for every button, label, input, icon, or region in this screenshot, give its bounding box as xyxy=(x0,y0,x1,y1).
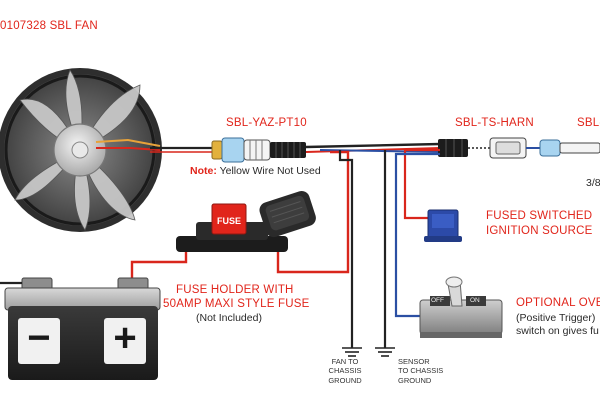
battery-plus-sign: + xyxy=(113,316,137,360)
fan-ground-line-1: FAN TO xyxy=(331,357,359,366)
blue-trigger-wires xyxy=(394,148,440,318)
sensor-size-label: 3/8 xyxy=(586,177,600,189)
fuse-label-2: 50AMP MAXI STYLE FUSE xyxy=(163,298,310,310)
switch-on-label: ON xyxy=(470,297,480,304)
fan-ground-line-3: GROUND xyxy=(328,375,362,385)
override-switch-illustration xyxy=(419,276,503,338)
fan-ground-line-2: CHASSIS xyxy=(328,366,362,376)
fan-ground-label: FAN TO CHASSIS GROUND xyxy=(322,357,368,385)
battery-illustration xyxy=(0,277,161,380)
fuse-label-1: FUSE HOLDER WITH xyxy=(176,284,294,296)
sensor-ground-label: SENSOR TO CHASSIS GROUND xyxy=(398,357,452,385)
fuse-label-3: (Not Included) xyxy=(196,312,262,324)
override-title: OPTIONAL OVE xyxy=(516,297,600,309)
note-line: Note: Yellow Wire Not Used xyxy=(190,165,321,178)
override-line-3: switch on gives fu xyxy=(516,325,599,337)
sensor-ground-line-1: SENSOR xyxy=(398,357,430,366)
sensor-label: SBL- xyxy=(577,117,600,129)
switch-off-label: OFF xyxy=(431,297,444,304)
fan-title: 0107328 SBL FAN xyxy=(0,20,98,32)
note-text: Yellow Wire Not Used xyxy=(219,165,321,177)
adapter-connector xyxy=(211,137,306,163)
svg-text:FUSE: FUSE xyxy=(217,216,241,226)
ts-harness-connector xyxy=(438,137,600,159)
ground-symbol-fan xyxy=(342,347,362,357)
fan-illustration xyxy=(0,68,162,232)
battery-minus-sign: − xyxy=(27,316,51,360)
note-prefix: Note: xyxy=(190,165,217,177)
sensor-ground-line-3: GROUND xyxy=(398,375,432,385)
ignition-label-2: IGNITION SOURCE xyxy=(486,225,593,237)
sensor-ground-line-2: TO CHASSIS xyxy=(398,366,444,376)
fuse-holder-illustration: FUSE xyxy=(176,190,316,252)
ignition-fuse-illustration xyxy=(424,209,462,242)
override-line-2: (Positive Trigger) xyxy=(516,312,596,324)
fan-ground-wire xyxy=(338,150,354,348)
power-wire-red xyxy=(130,150,350,282)
fan-lead-wires xyxy=(150,146,212,153)
ts-harness-label: SBL-TS-HARN xyxy=(455,117,534,129)
ignition-label-1: FUSED SWITCHED xyxy=(486,210,593,222)
ground-symbol-sensor xyxy=(375,347,395,357)
adapter-label: SBL-YAZ-PT10 xyxy=(226,117,307,129)
